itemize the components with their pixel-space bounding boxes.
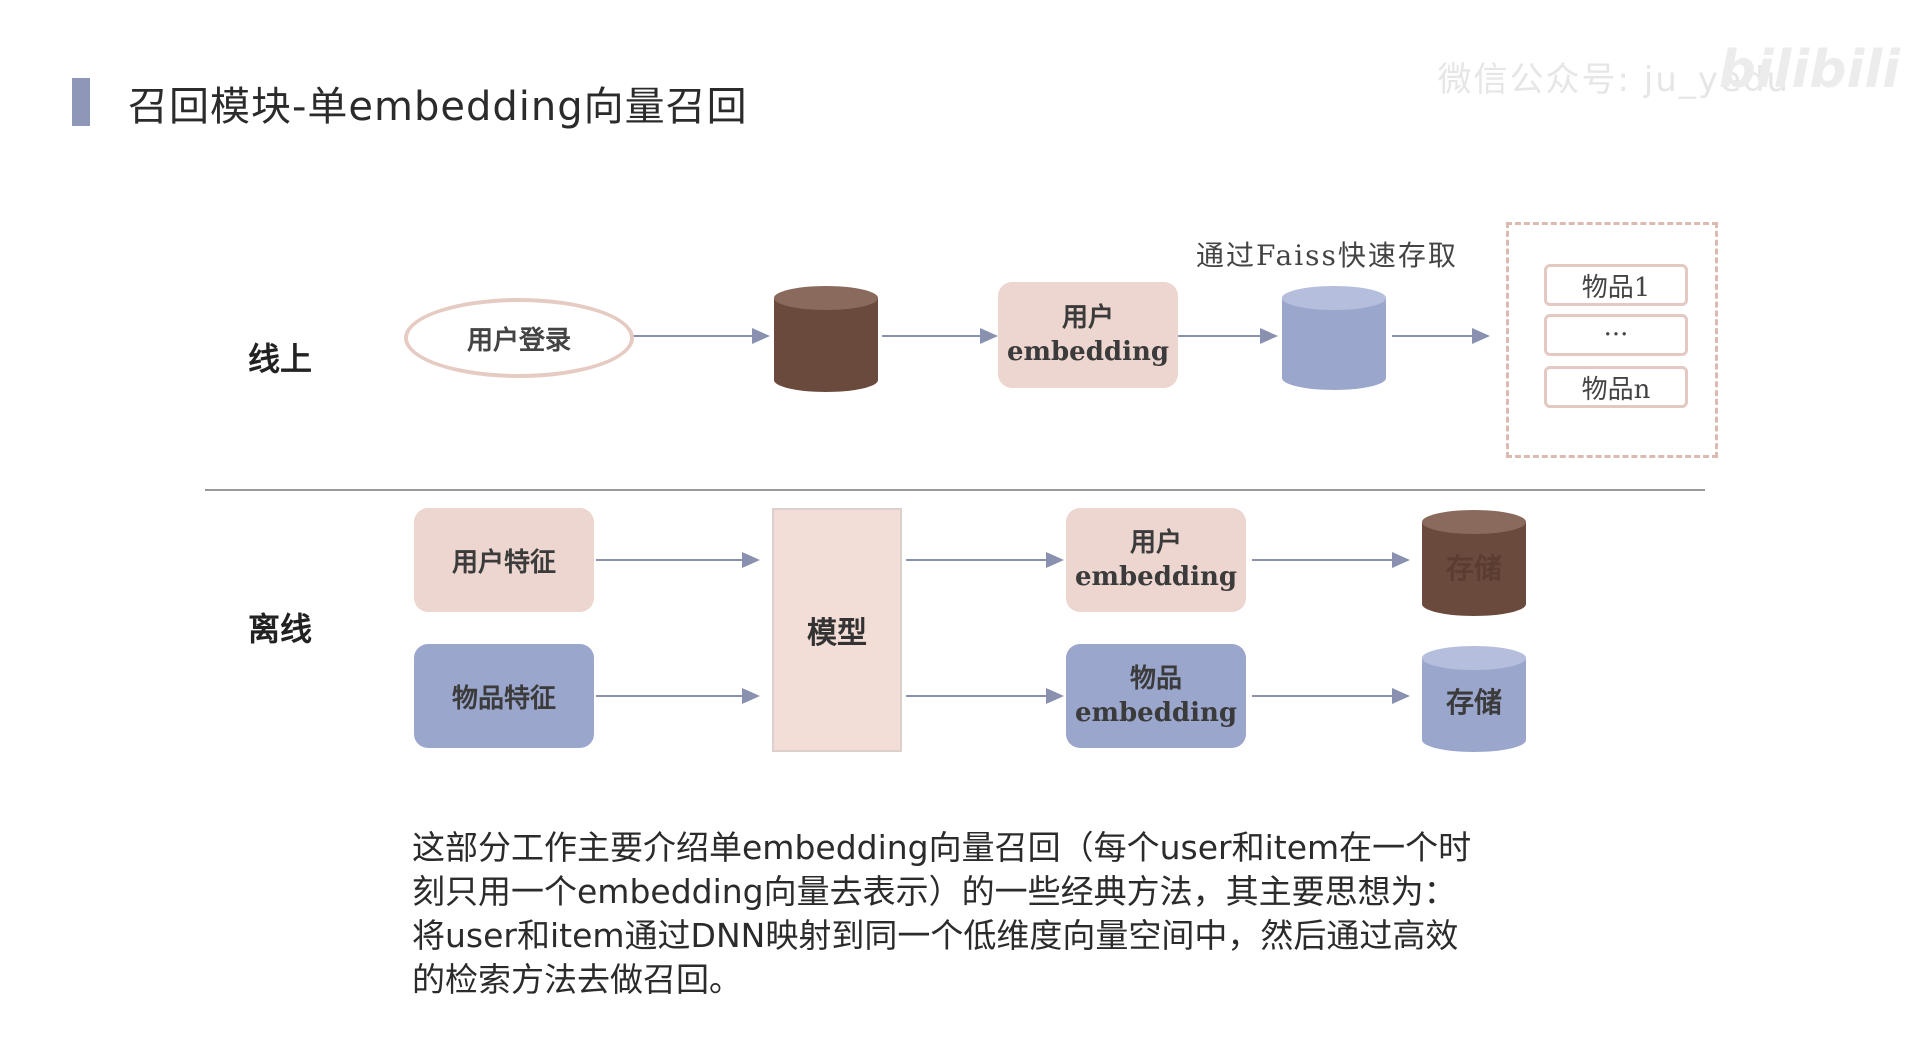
- slide-title: 召回模块-单embedding向量召回: [128, 84, 748, 130]
- title-accent-bar: [72, 78, 90, 126]
- offline-item-embedding-line2: embedding: [1074, 698, 1238, 728]
- faiss-note: 通过Faiss快速存取: [1196, 239, 1458, 272]
- item-embedding-storage-cylinder: 存储: [1422, 646, 1526, 752]
- online-user-embedding-node: 用户 embedding: [998, 282, 1178, 388]
- watermark-text: 微信公众号: ju_yedu: [1437, 60, 1790, 100]
- online-user-db-cylinder: [774, 286, 878, 392]
- online-user-embedding-line2: embedding: [1006, 337, 1170, 367]
- item-n-box: 物品n: [1544, 366, 1688, 408]
- user-embedding-storage-cylinder: 存储: [1422, 510, 1526, 616]
- offline-user-embedding-line2: embedding: [1074, 562, 1238, 592]
- user-feature-node: 用户特征: [414, 508, 594, 612]
- slide-description: 这部分工作主要介绍单embedding向量召回（每个user和item在一个时刻…: [412, 828, 1472, 999]
- model-node: 模型: [772, 508, 902, 752]
- bilibili-logo: bilibili: [1718, 40, 1900, 100]
- retrieved-items-container: [1506, 222, 1718, 458]
- offline-item-embedding-line1: 物品: [1129, 664, 1182, 694]
- offline-user-embedding-line1: 用户: [1129, 528, 1182, 558]
- offline-label: 离线: [248, 610, 313, 648]
- offline-item-embedding-node: 物品 embedding: [1066, 644, 1246, 748]
- storage-user-label: 存储: [1446, 552, 1502, 585]
- online-label: 线上: [248, 340, 313, 378]
- faiss-index-cylinder: [1282, 286, 1386, 390]
- storage-item-label: 存储: [1446, 686, 1502, 719]
- item-feature-node: 物品特征: [414, 644, 594, 748]
- online-user-embedding-line1: 用户: [1061, 303, 1114, 333]
- item-1-box: 物品1: [1544, 264, 1688, 306]
- item-ellipsis-box: ···: [1544, 314, 1688, 356]
- offline-user-embedding-node: 用户 embedding: [1066, 508, 1246, 612]
- user-login-node: 用户登录: [404, 298, 634, 378]
